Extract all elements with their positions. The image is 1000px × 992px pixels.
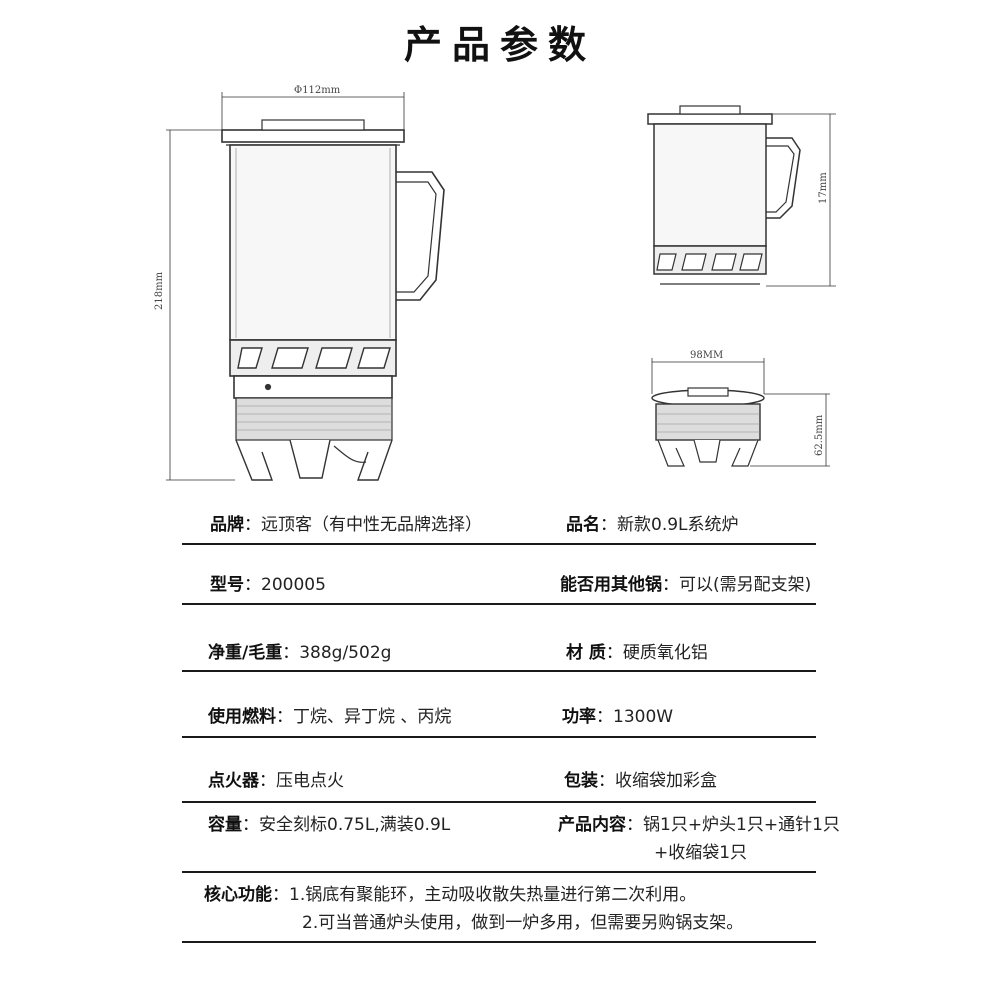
spec-compat: 能否用其他锅：可以(需另配支架) xyxy=(560,575,812,595)
spec-label: 功率 xyxy=(562,707,596,727)
spec-brand: 品牌：远顶客（有中性无品牌选择） xyxy=(210,515,482,535)
spec-value: 安全刻标0.75L,满装0.9L xyxy=(259,815,451,835)
spec-contents: 产品内容：锅1只+炉头1只+通针1只 xyxy=(558,815,840,835)
divider xyxy=(182,941,816,943)
spec-value: 新款0.9L系统炉 xyxy=(617,515,739,535)
spec-value: 1.锅底有聚能环，主动吸收散失热量进行第二次利用。 xyxy=(289,885,697,905)
spec-value: 1300W xyxy=(613,707,674,727)
spec-label: 容量 xyxy=(208,815,242,835)
spec-value: 丁烷、异丁烷 、丙烷 xyxy=(293,707,452,727)
spec-core-cont: 2.可当普通炉头使用，做到一炉多用，但需要另购锅支架。 xyxy=(302,910,743,936)
spec-label: 能否用其他锅 xyxy=(560,575,662,595)
spec-label: 材 质 xyxy=(566,643,606,663)
spec-value: 硬质氧化铝 xyxy=(622,643,708,663)
spec-core: 核心功能：1.锅底有聚能环，主动吸收散失热量进行第二次利用。 xyxy=(204,885,697,905)
spec-label: 点火器 xyxy=(208,771,259,791)
divider xyxy=(182,801,816,803)
spec-label: 净重/毛重 xyxy=(208,643,283,663)
spec-model: 型号：200005 xyxy=(210,575,326,595)
assembly-drawing xyxy=(166,92,445,481)
stove-drawing xyxy=(651,358,830,467)
spec-contents-cont: +收缩袋1只 xyxy=(654,840,747,866)
spec-label: 核心功能 xyxy=(204,885,272,905)
spec-package: 包装：收缩袋加彩盒 xyxy=(564,771,717,791)
spec-value: 远顶客（有中性无品牌选择） xyxy=(261,515,482,535)
page-title: 产品参数 xyxy=(403,23,596,67)
divider xyxy=(182,871,816,873)
dimension-stove-width: 98MM xyxy=(690,350,723,361)
spec-value: 可以(需另配支架) xyxy=(679,575,812,595)
product-drawing: Φ112mm 218mm 17mm xyxy=(154,85,836,481)
spec-label: 品名 xyxy=(566,515,600,535)
spec-label: 使用燃料 xyxy=(208,707,276,727)
spec-value: 锅1只+炉头1只+通针1只 xyxy=(643,815,840,835)
spec-value: 200005 xyxy=(261,575,326,595)
spec-name: 品名：新款0.9L系统炉 xyxy=(566,515,739,535)
spec-weight: 净重/毛重：388g/502g xyxy=(208,643,392,663)
dimension-cup-height: 17mm xyxy=(818,172,829,204)
spec-value: +收缩袋1只 xyxy=(654,843,748,863)
spec-material: 材 质：硬质氧化铝 xyxy=(566,643,708,663)
divider xyxy=(182,543,816,545)
dimension-diameter: Φ112mm xyxy=(294,85,341,96)
spec-value: 压电点火 xyxy=(276,771,344,791)
spec-label: 型号 xyxy=(210,575,244,595)
spec-value: 388g/502g xyxy=(299,643,392,663)
spec-ignition: 点火器：压电点火 xyxy=(208,771,344,791)
spec-value: 收缩袋加彩盒 xyxy=(615,771,717,791)
divider xyxy=(182,736,816,738)
dimension-stove-height: 62.5mm xyxy=(814,414,825,456)
spec-value: 2.可当普通炉头使用，做到一炉多用，但需要另购锅支架。 xyxy=(302,913,744,933)
spec-power: 功率：1300W xyxy=(562,707,674,727)
spec-label: 包装 xyxy=(564,771,598,791)
spec-capacity: 容量：安全刻标0.75L,满装0.9L xyxy=(208,815,451,835)
spec-label: 品牌 xyxy=(210,515,244,535)
divider xyxy=(182,670,816,672)
spec-label: 产品内容 xyxy=(558,815,626,835)
divider xyxy=(182,603,816,605)
spec-fuel: 使用燃料：丁烷、异丁烷 、丙烷 xyxy=(208,707,452,727)
dimension-total-height: 218mm xyxy=(154,271,165,310)
cup-drawing xyxy=(647,105,836,287)
